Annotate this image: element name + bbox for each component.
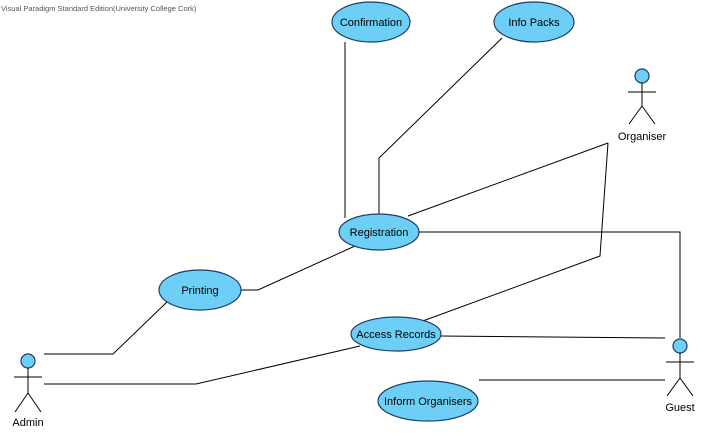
edge-access-records-admin (44, 345, 361, 385)
actor-head (20, 353, 36, 369)
use-case-confirmation[interactable]: Confirmation (331, 1, 411, 43)
watermark-text: Visual Paradigm Standard Edition(Univers… (1, 4, 197, 13)
use-case-inform-organisers[interactable]: Inform Organisers (377, 380, 479, 422)
actor-label: Guest (665, 402, 694, 414)
associations (44, 37, 681, 385)
use-case-label: Inform Organisers (384, 396, 473, 408)
use-case-ellipse (377, 380, 479, 422)
use-case-label: Info Packs (508, 17, 560, 29)
edge-registration-guest (419, 231, 681, 338)
actor-left-leg (628, 105, 643, 125)
actor-left-leg (666, 377, 681, 397)
actor-label: Admin (12, 417, 43, 429)
use-case-printing[interactable]: Printing (158, 269, 242, 311)
edge-access-records-organiser (419, 142, 609, 323)
edge-printing-admin (44, 300, 169, 355)
edge-registration-organiser (407, 142, 609, 217)
use-case-registration[interactable]: Registration (338, 213, 420, 251)
edge-access-records-guest (439, 335, 666, 339)
use-case-ellipse (158, 269, 242, 311)
edge-registration-info-packs (378, 37, 503, 218)
use-case-access-records[interactable]: Access Records (350, 316, 442, 352)
actor-label: Organiser (618, 131, 667, 143)
use-case-label: Printing (181, 285, 218, 297)
use-case-ellipse (338, 213, 420, 251)
actor-guest[interactable]: Guest (665, 338, 695, 414)
use-case-ellipse (331, 1, 411, 43)
actor-right-leg (641, 105, 656, 125)
actor-admin[interactable]: Admin (12, 353, 44, 429)
actor-head (634, 68, 650, 84)
actor-left-leg (14, 392, 29, 413)
use-case-ellipse (350, 316, 442, 352)
edge-registration-printing (241, 245, 356, 291)
actor-right-leg (679, 377, 694, 397)
use-case-ellipse (493, 1, 575, 43)
use-case-label: Access Records (356, 329, 436, 341)
use-case-label: Registration (350, 227, 409, 239)
use-case-info-packs[interactable]: Info Packs (493, 1, 575, 43)
actor-head (672, 338, 688, 354)
use-case-label: Confirmation (340, 17, 402, 29)
actor-right-leg (27, 392, 42, 413)
actor-organiser[interactable]: Organiser (618, 68, 667, 143)
